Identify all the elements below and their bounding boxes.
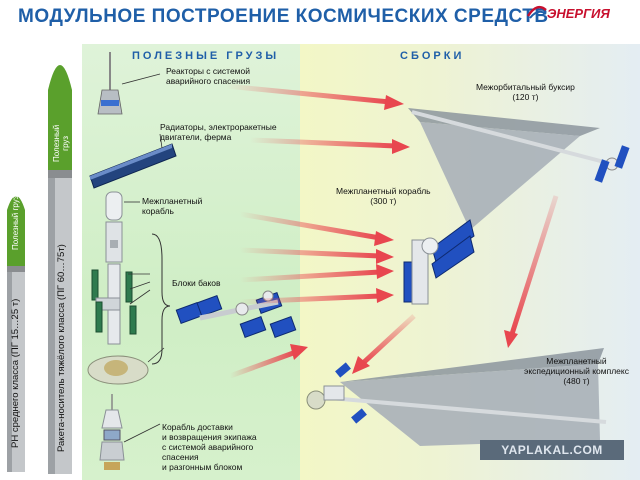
- capsule-module: [87, 347, 165, 385]
- energia-logo: ЭНЕРГИЯ: [547, 6, 610, 21]
- payloads-graphic: [87, 52, 297, 470]
- heavy-rocket-ring: [48, 170, 72, 178]
- expedition-complex: [306, 348, 607, 446]
- label-expedition-complex: Межпланетный экспедиционный комплекс (48…: [524, 356, 629, 386]
- flow-arrows: [225, 83, 559, 379]
- interplanetary-ship: [403, 219, 475, 305]
- crew-vehicle-module: [99, 394, 161, 470]
- heavy-rocket-nose: [48, 65, 72, 170]
- page-title: МОДУЛЬНОЕ ПОСТРОЕНИЕ КОСМИЧЕСКИХ СРЕДСТВ: [18, 6, 549, 27]
- reactor-module: [97, 52, 161, 115]
- label-crew-vehicle: Корабль доставки и возвращения экипажа с…: [162, 422, 257, 472]
- section-header-assemblies: СБОРКИ: [400, 50, 465, 62]
- tank-station-graphic: [175, 290, 297, 338]
- label-tank-blocks: Блоки баков: [172, 278, 221, 288]
- interorbital-tug: [408, 108, 630, 230]
- tank-blocks-module: [91, 233, 171, 365]
- watermark: YAPLAKAL.COM: [480, 440, 624, 460]
- label-interorbital-tug: Межорбитальный буксир (120 т): [476, 82, 575, 102]
- rockets-graphic: [7, 65, 72, 474]
- medium-rocket-nose: [7, 196, 25, 266]
- medium-rocket-ring: [7, 266, 25, 272]
- label-interplanetary-ship-module: Межпланетный корабль: [142, 196, 203, 216]
- ship-module: [105, 191, 140, 263]
- heavy-rocket: [48, 65, 72, 474]
- label-radiators: Радиаторы, электроракетные двигатели, фе…: [160, 122, 277, 142]
- label-reactors: Реакторы с системой аварийного спасения: [166, 66, 251, 86]
- label-interplanetary-ship: Межпланетный корабль (300 т): [336, 186, 431, 206]
- energia-logo-icon: [526, 5, 547, 19]
- radiator-truss-module: [89, 133, 177, 189]
- medium-rocket: [7, 196, 25, 472]
- section-header-payloads: ПОЛЕЗНЫЕ ГРУЗЫ: [132, 50, 280, 62]
